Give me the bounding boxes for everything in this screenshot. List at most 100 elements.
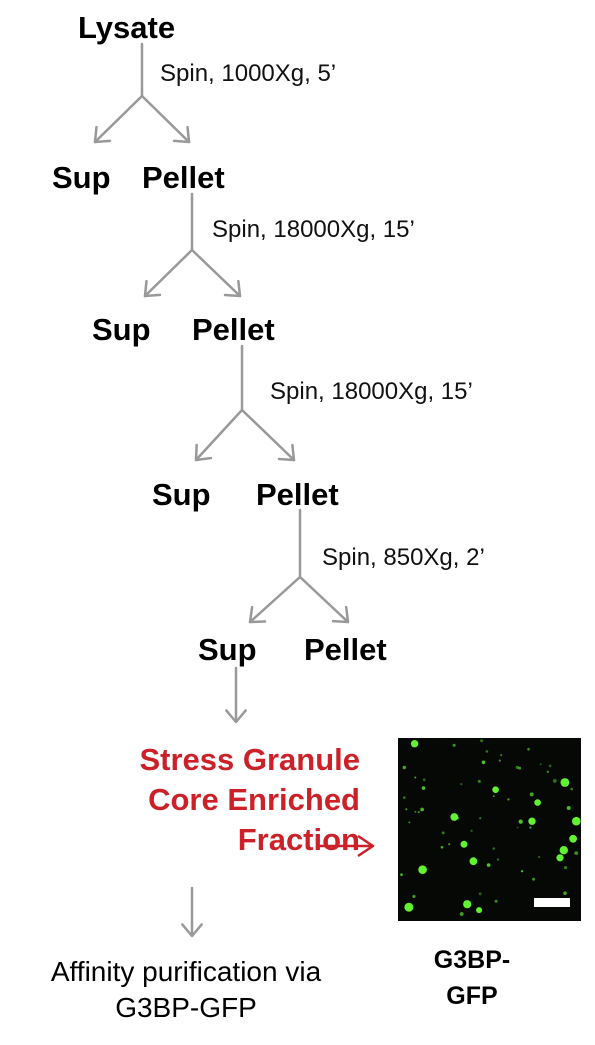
fluorescent-spot [532,877,536,881]
g3bp-gfp-micrograph [398,738,581,921]
arrowhead-pellet-3 [277,443,296,462]
arrowhead-pellet-1 [172,125,191,144]
fluorescent-spot [521,870,524,873]
fluorescent-spot [515,765,519,770]
enriched-fraction-line-1: Stress Granule [139,742,360,777]
enriched-fraction-line-2: Core Enriched [148,782,360,817]
fluorescent-spot [481,760,486,765]
node-sup-1: Sup [52,160,111,195]
fluorescent-spot [422,778,426,782]
fluorescent-spot [574,851,579,855]
scale-bar [534,898,570,907]
fluorescent-spot [496,858,500,861]
fluorescent-spot [556,854,564,862]
fluorescent-spot [417,811,420,814]
fluorescent-spot [450,813,459,821]
fluorescent-spot [410,740,419,748]
arrowhead-sup-1 [93,125,112,144]
arrowhead-to-fraction [225,709,247,724]
fluorescent-spot [480,739,484,743]
node-pellet-3: Pellet [256,477,339,512]
fluorescent-spot [527,747,530,751]
spin-condition-2: Spin, 18000Xg, 15’ [212,216,415,243]
fluorescent-spot [492,786,499,793]
fluorescent-spot [412,894,416,898]
spin-condition-3: Spin, 18000Xg, 15’ [270,378,473,405]
fluorescent-spot [500,754,503,757]
micrograph-caption: G3BP- GFP [382,942,562,1014]
fluorescent-spot [460,840,468,848]
fluorescent-spot [534,799,541,806]
flow-branch-pellet-1 [140,94,191,144]
fluorescent-spot [476,907,483,914]
fluorescent-spot [570,787,573,791]
fluorescent-spot [459,912,464,916]
fluorescent-spot [516,826,519,829]
node-pellet-2: Pellet [192,312,275,347]
fluorescent-spot [569,834,577,843]
fluorescent-spot [494,899,498,903]
fluorescent-spot [477,779,481,783]
fluorescent-spot [463,900,472,909]
node-lysate: Lysate [78,10,176,45]
fluorescent-spot [405,808,408,811]
flow-branch-sup-1 [93,94,144,144]
fluorescent-spot [486,863,491,867]
fluorescent-spot [478,892,482,896]
fluorescent-spot [564,866,568,870]
fluorescent-spot [563,891,567,895]
arrowhead-pellet-2 [223,279,242,298]
fluorescent-spot [529,826,532,829]
fluorescent-spot [518,766,522,770]
fluorescent-spot [448,843,451,846]
fluorescent-spot [441,831,445,835]
node-sup-3: Sup [152,477,211,512]
flow-branch-sup-3 [194,408,244,462]
fluorescent-spot [498,759,501,762]
fluorescent-spot [469,857,478,866]
fluorescent-spots [400,739,581,916]
fluorescent-spot [403,796,406,799]
fluorescent-spot [412,895,415,898]
micrograph-caption-line-1: G3BP- [433,946,511,974]
affinity-purification-label: Affinity purification via G3BP-GFP [0,954,376,1026]
fluorescent-spot [460,783,463,786]
flow-branch-pellet-4 [298,575,350,624]
fluorescent-spot [421,786,426,790]
fluorescent-spot [528,817,536,825]
spin-condition-4: Spin, 850Xg, 2’ [322,544,485,571]
flow-branch-sup-4 [248,575,302,624]
fluorescent-spot [400,873,403,876]
fluorescent-spot [560,778,570,787]
fluorescent-spot [552,779,557,783]
fluorescent-spot [470,829,473,832]
micrograph-caption-line-2: GFP [446,982,498,1010]
fluorescent-spot [479,817,482,820]
fluorescent-spot [492,847,496,850]
node-pellet-1: Pellet [142,160,225,195]
fluorescent-spot [529,792,534,797]
fluorescent-spot [566,806,571,810]
fluorescent-spot [404,902,414,912]
arrowhead-pellet-4 [331,605,350,624]
fluorescent-spot [546,770,549,773]
fluorescent-spot [507,798,510,801]
fluorescent-spot [548,764,552,768]
affinity-purification-line-1: Affinity purification via [50,956,322,987]
spin-condition-1: Spin, 1000Xg, 5’ [160,60,337,87]
fluorescent-spot [418,865,427,874]
fluorescent-spot [538,856,540,858]
fluorescent-spot [539,763,542,766]
fluorescent-spot [485,750,489,753]
node-sup-2: Sup [92,312,151,347]
fluorescent-spot [408,821,411,824]
fluorescent-spot [493,795,495,797]
arrowhead-sup-4 [248,605,267,624]
flow-branch-pellet-2 [190,248,242,298]
fluorescent-spot [414,776,417,779]
arrowhead-to-affinity [181,923,203,938]
fluorescent-spot [452,743,456,747]
flow-branch-pellet-3 [240,408,296,462]
affinity-purification-line-2: G3BP-GFP [115,992,257,1023]
